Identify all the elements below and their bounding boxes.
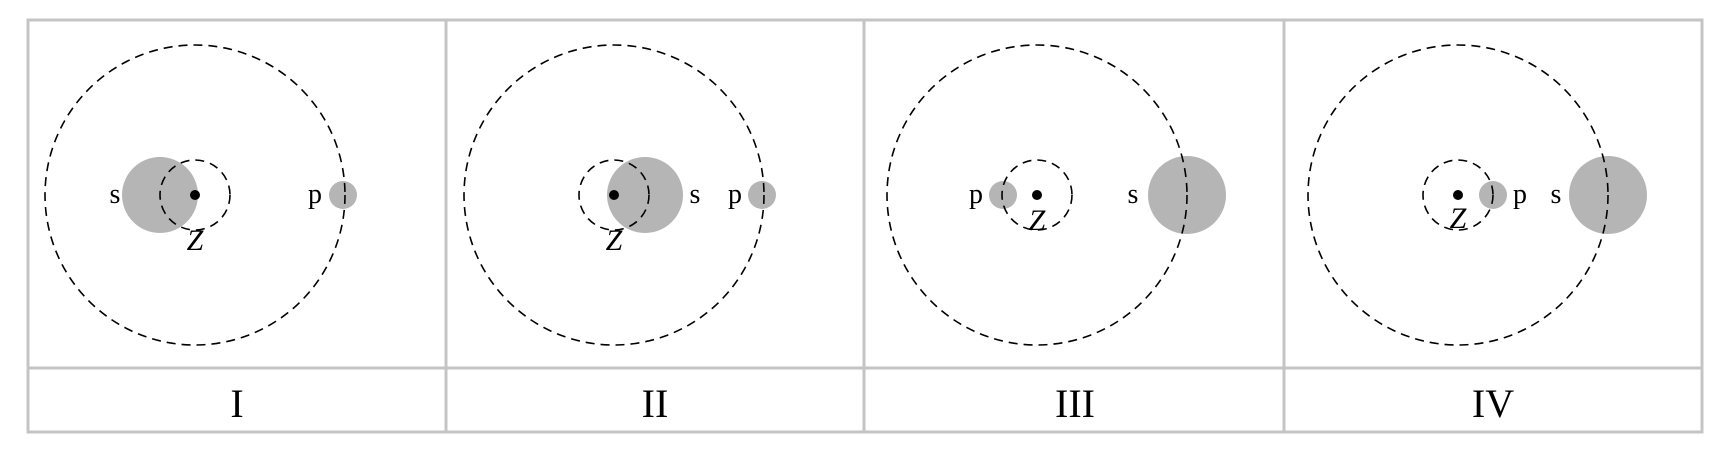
small-body-label: p (1513, 179, 1527, 210)
barycenter-dot (609, 190, 619, 200)
large-orbit (886, 44, 1188, 346)
barycenter-label: Z (1029, 204, 1046, 237)
small-orbit (1422, 159, 1494, 231)
large-body-label: s (1128, 179, 1139, 210)
panel-numeral: II (642, 381, 669, 426)
large-body-label: s (110, 179, 121, 210)
panel-1: s p Z I (44, 44, 357, 426)
barycenter-dot (190, 190, 200, 200)
large-body-label: s (690, 179, 701, 210)
large-orbit (463, 44, 765, 346)
panel-numeral: I (230, 381, 243, 426)
small-body-label: p (969, 179, 983, 210)
small-body-p (329, 181, 357, 209)
barycenter-label: Z (606, 224, 623, 257)
small-orbit (159, 159, 231, 231)
panel-2: s p Z II (463, 44, 776, 426)
small-body-p (989, 181, 1017, 209)
barycenter-label: Z (187, 224, 204, 257)
large-orbit (44, 44, 346, 346)
small-body-label: p (308, 179, 322, 210)
large-orbit (1307, 44, 1609, 346)
panel-4: p s Z IV (1307, 44, 1647, 426)
large-body-s (607, 157, 683, 233)
small-body-label: p (728, 179, 742, 210)
small-body-p (748, 181, 776, 209)
barycenter-dot (1032, 190, 1042, 200)
panel-numeral: IV (1472, 381, 1514, 426)
large-body-label: s (1551, 179, 1562, 210)
barycenter-label: Z (1450, 202, 1467, 235)
small-orbit (1001, 159, 1073, 231)
small-orbit (578, 159, 650, 231)
panel-numeral: III (1055, 381, 1095, 426)
barycenter-dot (1453, 190, 1463, 200)
panel-3: p s Z III (886, 44, 1226, 426)
